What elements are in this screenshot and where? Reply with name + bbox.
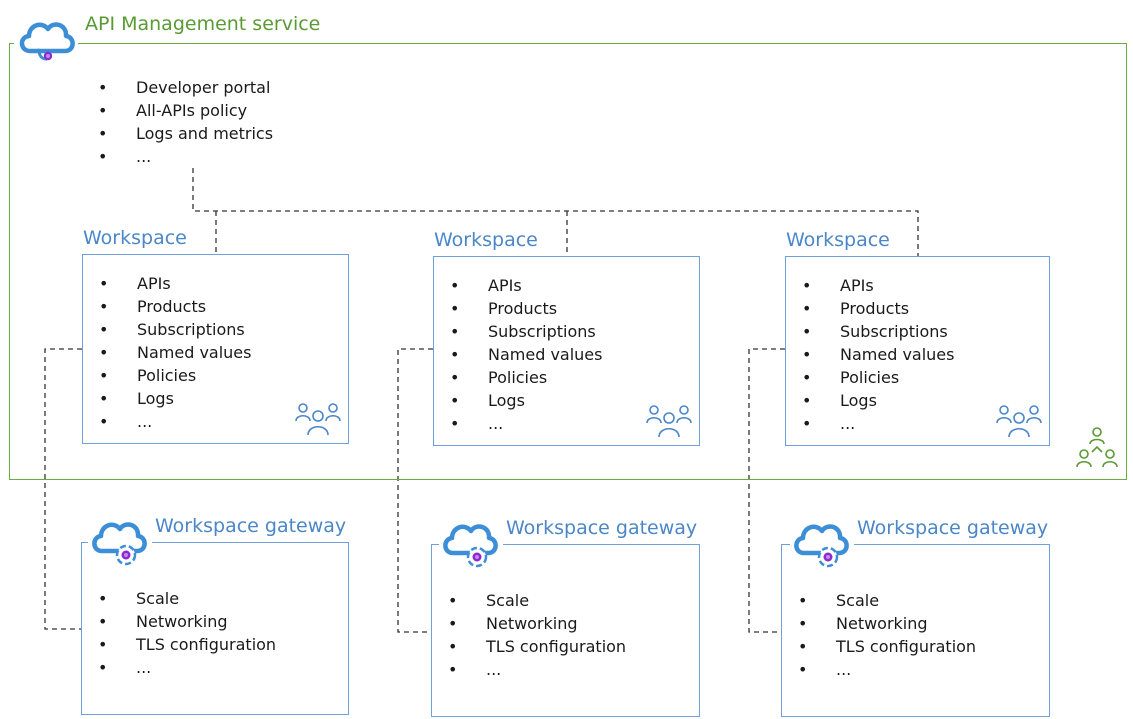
team-icon (996, 403, 1042, 443)
list-item: Logs (83, 387, 251, 410)
list-item: ... (82, 656, 276, 679)
gateway-2-item-list: Scale Networking TLS configuration ... (432, 589, 626, 681)
list-item: Logs (786, 389, 954, 412)
workspace-gateway-1-title: Workspace gateway (155, 515, 347, 537)
gateway-cloud-icon (88, 509, 152, 571)
list-item: All-APIs policy (82, 99, 273, 122)
list-item: Policies (83, 364, 251, 387)
workspace-1-box: APIs Products Subscriptions Named values… (82, 254, 349, 444)
workspace-3-item-list: APIs Products Subscriptions Named values… (786, 274, 954, 435)
connector-service-trunk (192, 168, 919, 257)
gateway-cloud-icon (439, 511, 503, 573)
list-item: APIs (83, 272, 251, 295)
connector-ws2-gw2 (397, 348, 433, 633)
list-item: Policies (434, 366, 602, 389)
gateway-3-item-list: Scale Networking TLS configuration ... (782, 589, 976, 681)
workspace-1-title: Workspace (83, 227, 187, 249)
workspace-2-box: APIs Products Subscriptions Named values… (433, 256, 700, 446)
list-item: Policies (786, 366, 954, 389)
workspace-3-box: APIs Products Subscriptions Named values… (785, 256, 1050, 446)
workspace-gateway-2-title: Workspace gateway (506, 517, 698, 539)
list-item: APIs (434, 274, 602, 297)
list-item: Scale (432, 589, 626, 612)
org-hierarchy-icon (1076, 425, 1118, 473)
list-item: Networking (432, 612, 626, 635)
list-item: Networking (782, 612, 976, 635)
workspace-gateway-3-title: Workspace gateway (857, 517, 1049, 539)
connector-ws1-gw1 (44, 348, 82, 630)
list-item: ... (434, 412, 602, 435)
workspace-gateway-1-box: Scale Networking TLS configuration ... (81, 542, 349, 715)
list-item: ... (82, 145, 273, 168)
workspace-2-title: Workspace (434, 229, 538, 251)
list-item: Subscriptions (786, 320, 954, 343)
list-item: TLS configuration (432, 635, 626, 658)
list-item: APIs (786, 274, 954, 297)
list-item: ... (786, 412, 954, 435)
api-management-service-box (9, 43, 1127, 480)
list-item: TLS configuration (782, 635, 976, 658)
service-feature-list: Developer portal All-APIs policy Logs an… (82, 76, 273, 168)
connector-ws3-gw3 (748, 348, 785, 633)
workspace-3-title: Workspace (786, 229, 890, 251)
list-item: Subscriptions (83, 318, 251, 341)
list-item: Products (434, 297, 602, 320)
gateway-1-item-list: Scale Networking TLS configuration ... (82, 587, 276, 679)
workspace-gateway-3-box: Scale Networking TLS configuration ... (781, 544, 1050, 717)
list-item: Subscriptions (434, 320, 602, 343)
list-item: ... (432, 658, 626, 681)
team-icon (295, 401, 341, 441)
list-item: Products (83, 295, 251, 318)
gateway-cloud-icon (790, 511, 854, 573)
list-item: ... (782, 658, 976, 681)
list-item: Named values (786, 343, 954, 366)
workspace-2-item-list: APIs Products Subscriptions Named values… (434, 274, 602, 435)
cloud-icon (14, 8, 78, 68)
list-item: Networking (82, 610, 276, 633)
list-item: Scale (82, 587, 276, 610)
workspace-1-item-list: APIs Products Subscriptions Named values… (83, 272, 251, 433)
list-item: Developer portal (82, 76, 273, 99)
list-item: Logs and metrics (82, 122, 273, 145)
list-item: Named values (83, 341, 251, 364)
service-title: API Management service (85, 13, 321, 35)
list-item: Scale (782, 589, 976, 612)
list-item: Logs (434, 389, 602, 412)
list-item: Named values (434, 343, 602, 366)
list-item: ... (83, 410, 251, 433)
list-item: TLS configuration (82, 633, 276, 656)
list-item: Products (786, 297, 954, 320)
team-icon (646, 403, 692, 443)
